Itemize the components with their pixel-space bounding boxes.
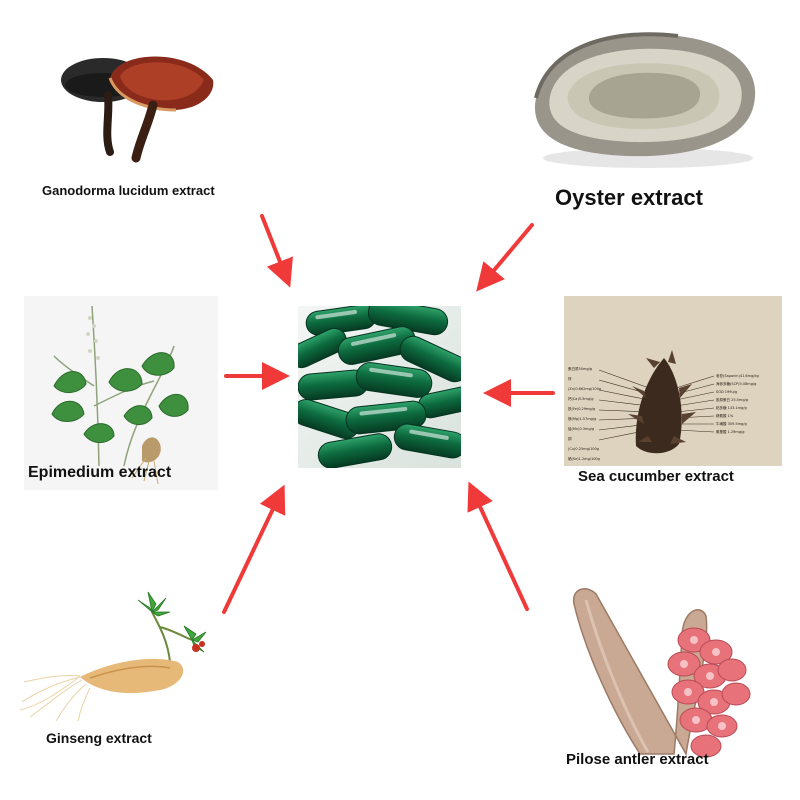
- ganoderma-label: Ganodorma lucidum extract: [42, 183, 215, 198]
- annotation: 蛋白质50mg/g: [568, 367, 592, 371]
- arrow-from-ginseng: [222, 484, 286, 614]
- epimedium-image: [24, 296, 218, 490]
- annotation: 海参多糖(SCP)5.08mg/g: [716, 382, 757, 386]
- oyster-image: [528, 18, 768, 178]
- sea-cucumber-annotations-left: 蛋白质50mg/g 锌(Zn)0.662mg/100g 钙(Ca)5.5mg/g…: [568, 364, 602, 464]
- arrow-from-ganoderma: [260, 214, 293, 288]
- annotation: 精氨酸 1%: [716, 414, 734, 418]
- annotation: 铁(Fe)0.29mg/g: [568, 407, 596, 411]
- epimedium-label: Epimedium extract: [28, 464, 172, 481]
- oyster-label: Oyster extract: [555, 185, 703, 210]
- sea-cucumber-image: [564, 296, 782, 466]
- antler-image: [556, 574, 756, 774]
- sea-cucumber-annotations-right: 皂苷(Saponin)41.6mg/kg 海参多糖(SCP)5.08mg/g S…: [716, 372, 776, 436]
- ganoderma-image: [48, 40, 218, 165]
- annotation: 锌(Zn)0.662mg/100g: [568, 377, 602, 391]
- arrow-from-oyster: [476, 223, 534, 292]
- annotation: 钙(Ca)5.5mg/g: [568, 397, 594, 401]
- sea-cucumber-label: Sea cucumber extract: [578, 468, 734, 485]
- annotation: 粘多糖 143.1mg/g: [716, 406, 747, 410]
- annotation: 胶原蛋白 25.5mg/g: [716, 398, 748, 402]
- annotation: 铜(Cu)0.25mg/100g: [568, 437, 599, 451]
- annotation: 锰(Mn)0.3mg/g: [568, 427, 595, 431]
- annotation: SOD 199u/g: [716, 390, 738, 394]
- capsules-image: [298, 306, 461, 468]
- annotation: 氨基酸 1.29mg/g: [716, 430, 745, 434]
- antler-label: Pilose antler extract: [566, 751, 709, 768]
- annotation: 硒(Se)1.2mg/100g: [568, 457, 600, 461]
- ginseng-image: [19, 582, 220, 722]
- ginseng-label: Ginseng extract: [46, 730, 152, 746]
- arrow-from-antler: [467, 481, 529, 611]
- annotation: 皂苷(Saponin)41.6mg/kg: [716, 374, 759, 378]
- annotation: 牛磺酸 309.5mg/g: [716, 422, 747, 426]
- annotation: 镁(Mg)1.57mg/g: [568, 417, 597, 421]
